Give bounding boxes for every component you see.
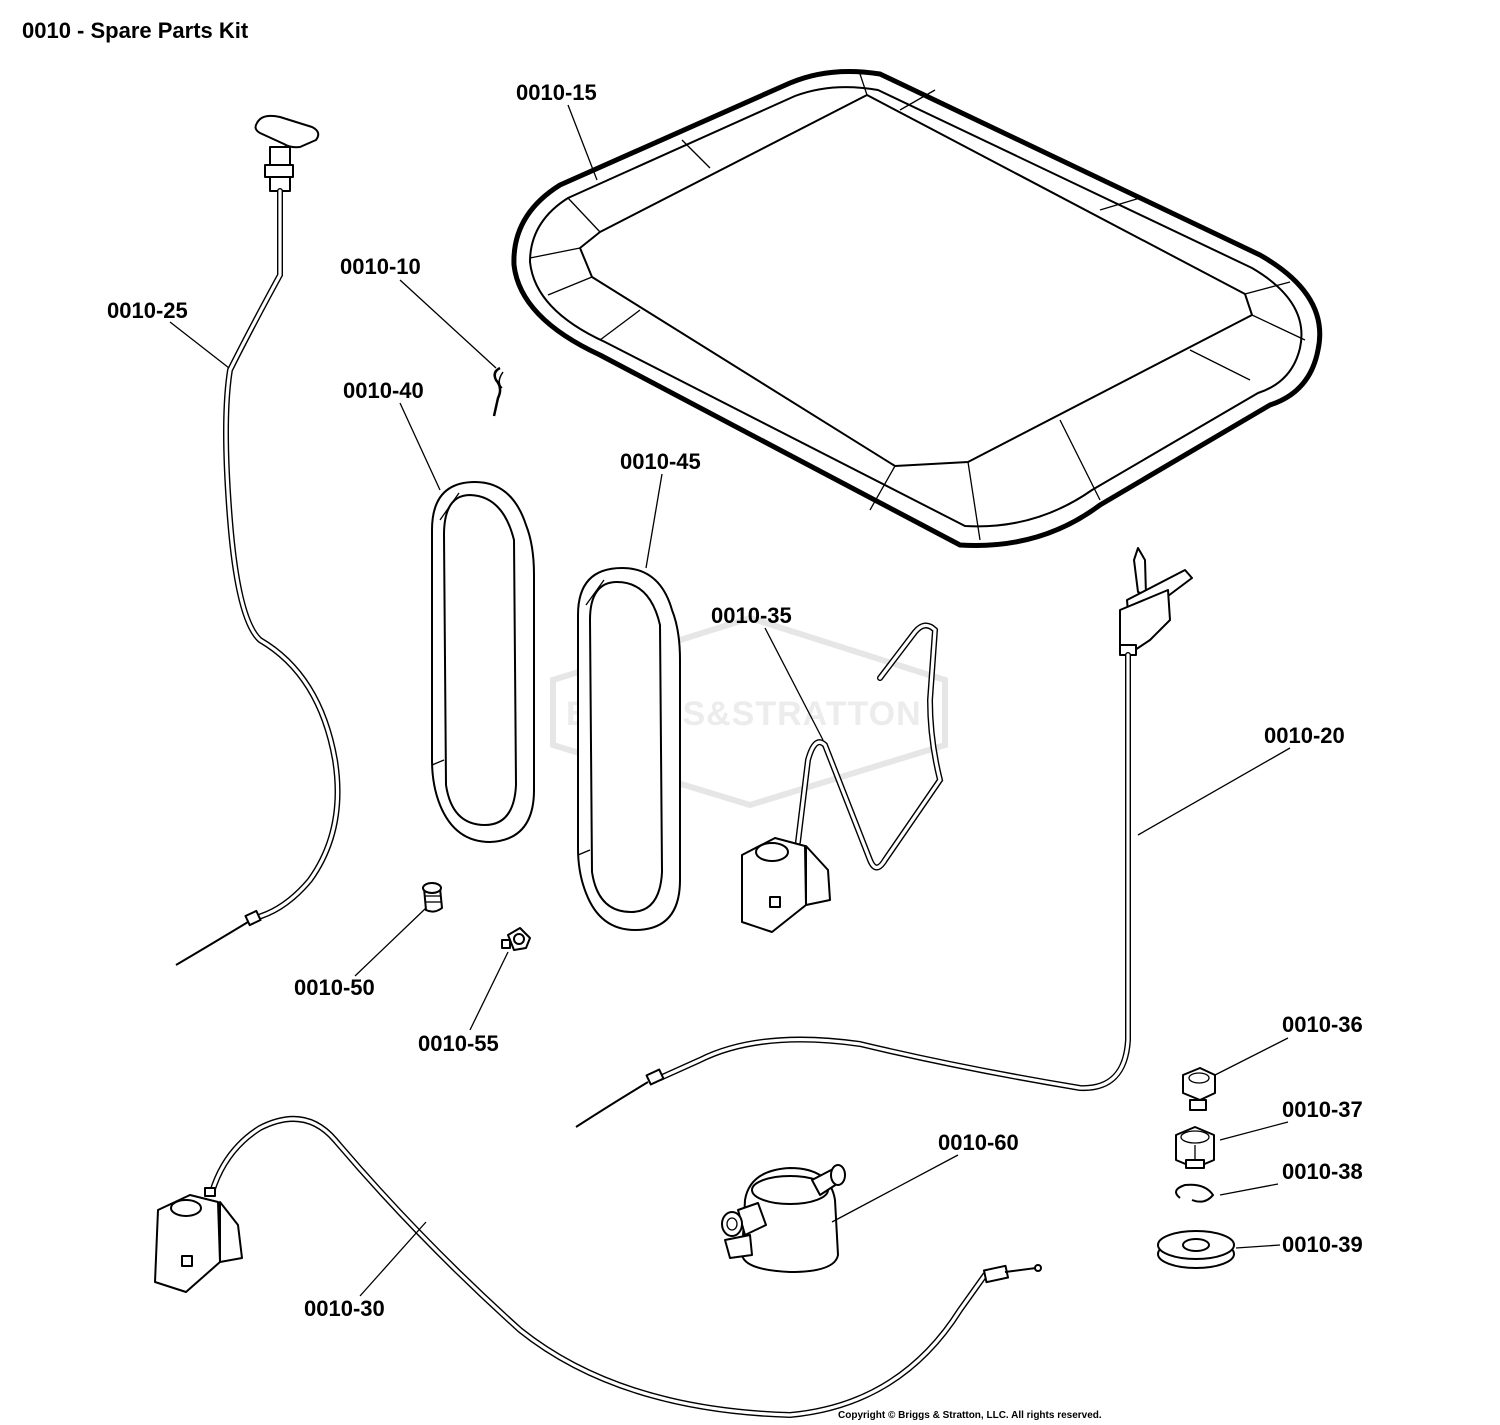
part-0010-39-washer[interactable] (1157, 1230, 1235, 1269)
page-title: 0010 - Spare Parts Kit (22, 18, 249, 43)
callout-0010-39: 0010-39 (1282, 1232, 1363, 1257)
part-0010-50-bushing[interactable] (422, 882, 443, 913)
part-0010-55-clip[interactable] (501, 927, 531, 951)
callout-0010-36: 0010-36 (1282, 1012, 1363, 1037)
part-0010-36-bolt[interactable] (1182, 1067, 1216, 1111)
part-0010-10-clip[interactable] (492, 366, 504, 417)
callout-0010-10: 0010-10 (340, 254, 421, 279)
callout-0010-37: 0010-37 (1282, 1097, 1363, 1122)
part-0010-37-nut[interactable] (1175, 1126, 1215, 1169)
callout-0010-20: 0010-20 (1264, 723, 1345, 748)
part-0010-15-seat-cushion[interactable] (511, 68, 1323, 548)
callout-0010-60: 0010-60 (938, 1130, 1019, 1155)
callout-0010-30: 0010-30 (304, 1296, 385, 1321)
part-0010-20-control-cable[interactable] (575, 547, 1193, 1128)
callout-0010-40: 0010-40 (343, 378, 424, 403)
callout-0010-38: 0010-38 (1282, 1159, 1363, 1184)
part-0010-40-belt[interactable] (431, 481, 535, 843)
callout-0010-55: 0010-55 (418, 1031, 499, 1056)
part-0010-38-e-clip[interactable] (1175, 1183, 1215, 1203)
part-0010-30-control-cable[interactable] (154, 1115, 1042, 1419)
callout-0010-15: 0010-15 (516, 80, 597, 105)
callout-labels: 0010-15 0010-10 0010-25 0010-40 0010-45 … (107, 80, 1363, 1321)
part-0010-60-valve[interactable] (721, 1164, 846, 1273)
leader-lines (169, 104, 1291, 1297)
copyright-notice: Copyright © Briggs & Stratton, LLC. All … (838, 1410, 1102, 1421)
callout-0010-35: 0010-35 (711, 603, 792, 628)
part-0010-35-control-cable[interactable] (741, 622, 944, 933)
part-0010-25-control-cable[interactable] (175, 114, 341, 966)
callout-0010-50: 0010-50 (294, 975, 375, 1000)
callout-0010-25: 0010-25 (107, 298, 188, 323)
part-0010-45-belt[interactable] (577, 567, 681, 931)
callout-0010-45: 0010-45 (620, 449, 701, 474)
